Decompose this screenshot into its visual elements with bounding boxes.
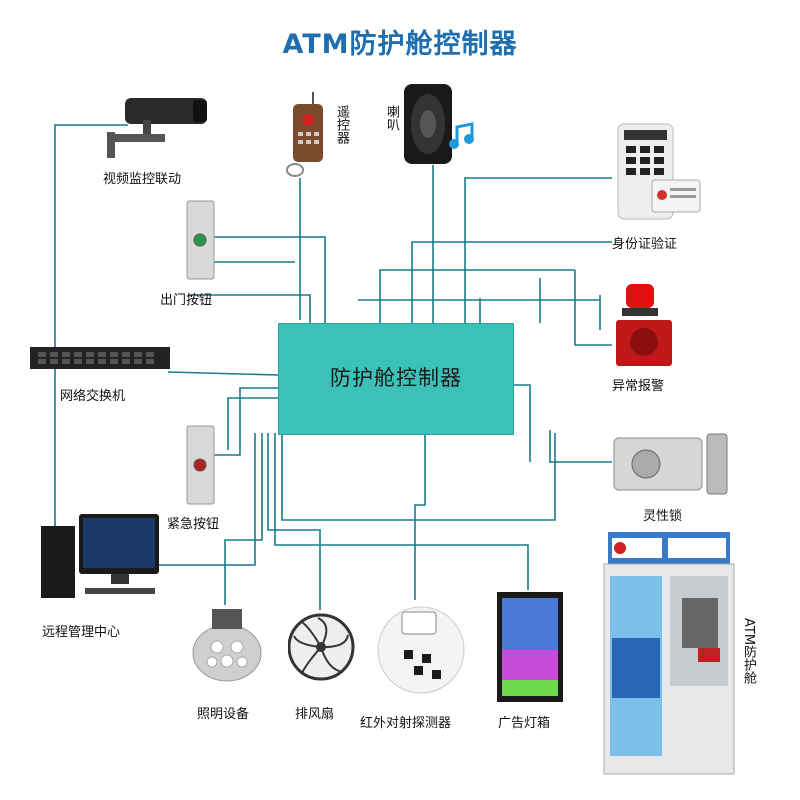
- ad-light-label: 广告灯箱: [498, 716, 551, 731]
- fan-label: 排风扇: [295, 707, 335, 722]
- electric-lock-icon: [612, 432, 732, 501]
- id-verify-label: 身份证验证: [612, 237, 678, 252]
- wire-camera-switch: [54, 124, 128, 555]
- led-light-icon: [190, 605, 265, 689]
- infrared-label: 红外对射探测器: [360, 716, 452, 731]
- wire-remote-center: [140, 433, 256, 566]
- exit-button-icon: [186, 200, 216, 284]
- lighting-label: 照明设备: [197, 707, 250, 722]
- camera-label: 视频监控联动: [103, 172, 182, 187]
- cctv-camera-icon: [103, 92, 213, 166]
- alarm-label: 异常报警: [612, 379, 665, 394]
- network-switch-icon: [30, 343, 172, 377]
- exit-button-label: 出门按钮: [160, 293, 213, 308]
- lock-label: 灵性锁: [643, 509, 683, 524]
- emergency-label: 紧急按钮: [167, 517, 220, 532]
- wire-ad-light: [274, 433, 529, 590]
- diagram-title: ATM防护舱控制器: [282, 29, 518, 60]
- remote-label: 遥控器: [334, 105, 349, 144]
- wire-lock: [549, 430, 612, 463]
- controller-box: 防护舱控制器: [278, 323, 514, 435]
- wire-infrared: [414, 433, 426, 600]
- wire-switch-controller: [167, 371, 279, 376]
- speaker-label: 喇叭: [384, 105, 399, 131]
- id-card-reader-icon: [612, 120, 702, 229]
- wire-id-verify: [464, 177, 612, 323]
- wire-lighting: [224, 433, 263, 605]
- wire-fan: [267, 433, 321, 610]
- atm-booth-icon: [598, 528, 738, 782]
- emergency-button-icon: [186, 425, 216, 509]
- wire-emergency: [214, 387, 278, 456]
- atm-booth-label: ATM防护舱: [741, 618, 756, 685]
- remote-control-icon: [283, 92, 333, 186]
- speaker-icon: [402, 82, 477, 171]
- infrared-detector-icon: [376, 600, 466, 704]
- wire-exit-button: [214, 236, 326, 323]
- exhaust-fan-icon: [287, 610, 356, 689]
- computer-icon: [35, 512, 165, 616]
- alarm-siren-icon: [612, 280, 674, 374]
- switch-label: 网络交换机: [60, 389, 126, 404]
- remote-center-label: 远程管理中心: [42, 625, 121, 640]
- controller-label: 防护舱控制器: [330, 366, 462, 390]
- lightbox-icon: [495, 590, 567, 709]
